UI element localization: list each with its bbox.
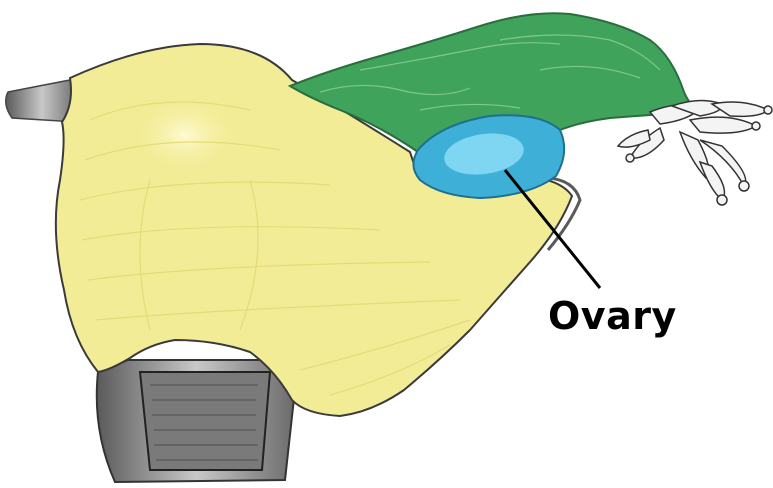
cervix	[97, 360, 296, 482]
ovary-label: Ovary	[548, 294, 677, 338]
